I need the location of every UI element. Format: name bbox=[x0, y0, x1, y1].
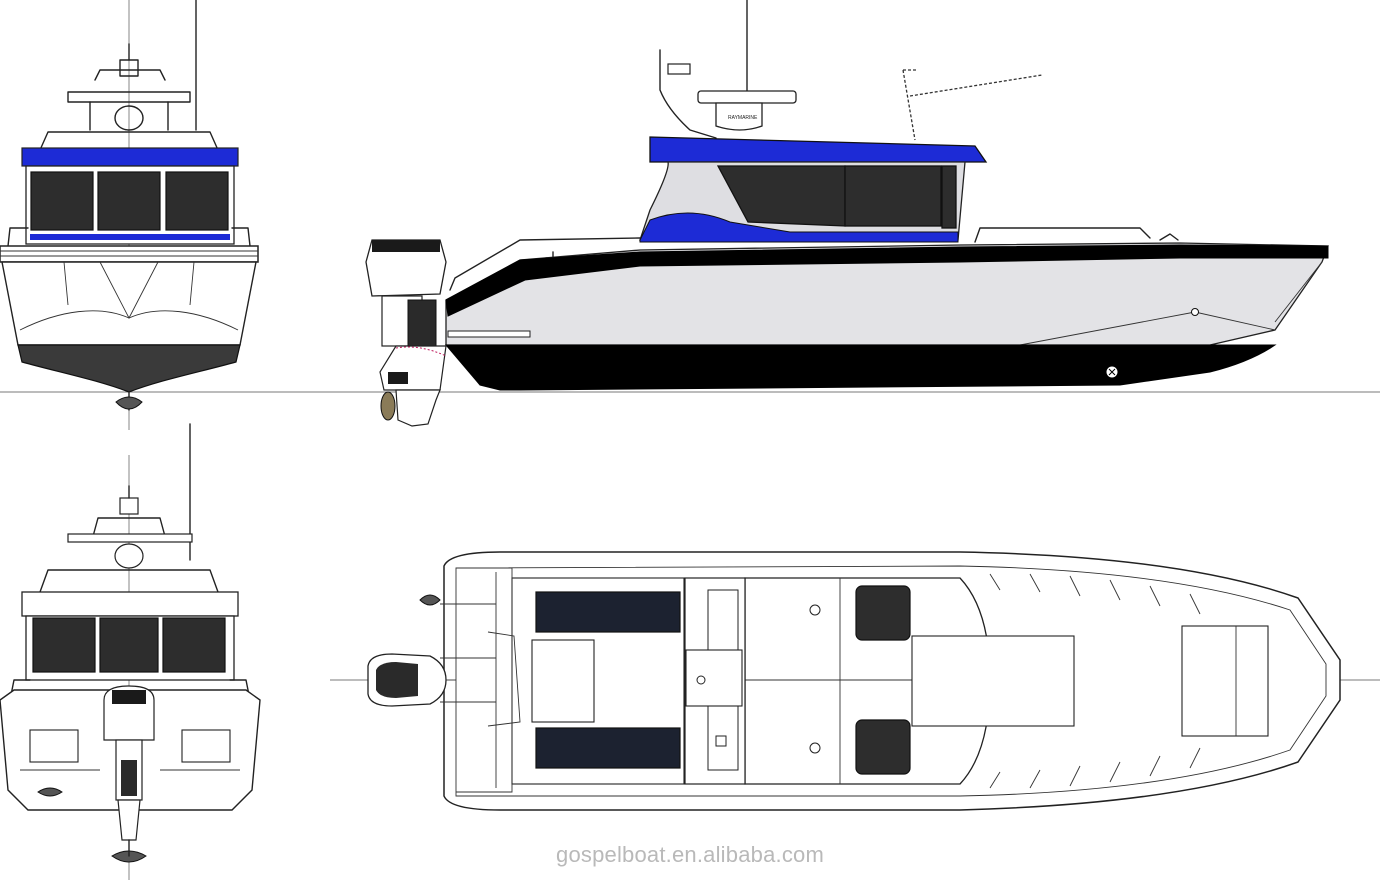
svg-text:RAYMARINE: RAYMARINE bbox=[728, 115, 758, 121]
watermark-text: gospelboat.en.alibaba.com bbox=[556, 842, 824, 867]
front-view bbox=[0, 0, 259, 411]
side-profile-view: RAYMARINE bbox=[365, 0, 1329, 427]
top-plan-view bbox=[367, 551, 1341, 811]
rear-view bbox=[0, 423, 261, 863]
